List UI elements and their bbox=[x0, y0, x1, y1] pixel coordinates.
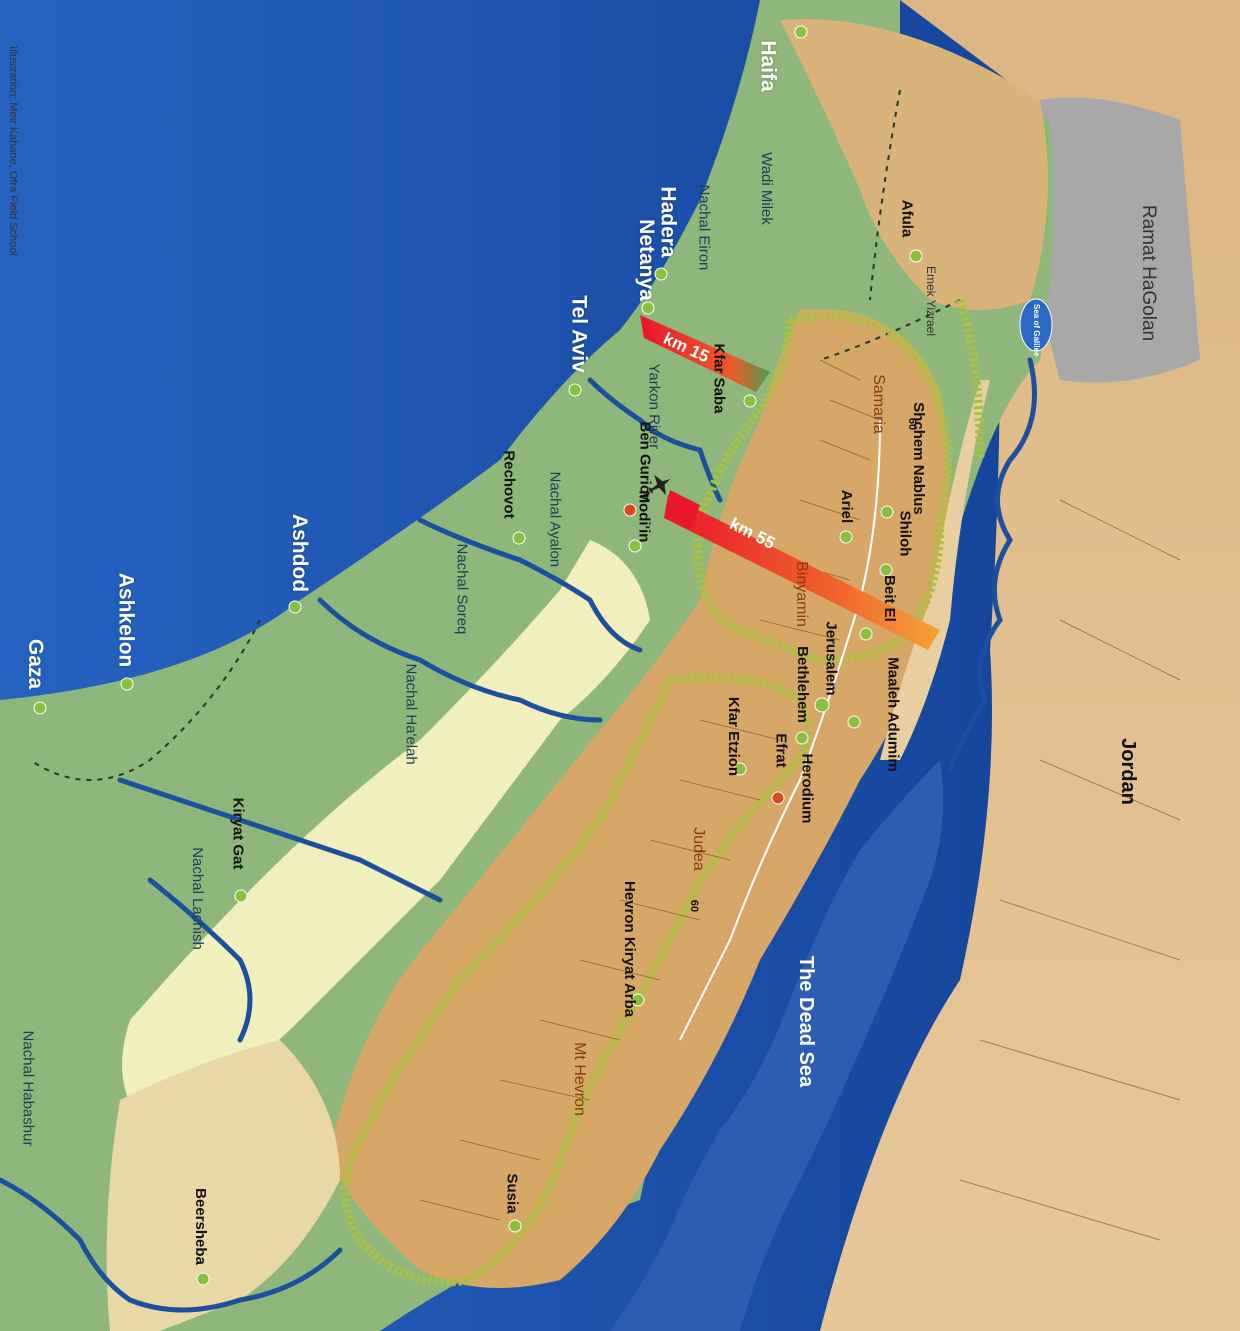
dot-shchem bbox=[880, 505, 894, 519]
dot-beersheba bbox=[196, 1272, 210, 1286]
dot-ashkelon bbox=[120, 677, 134, 691]
dot-jerusalem bbox=[814, 697, 830, 713]
km15-arrow bbox=[640, 315, 770, 392]
central-hills bbox=[330, 309, 950, 1288]
dot-modiin bbox=[628, 539, 642, 553]
lowland-hills bbox=[122, 540, 650, 1120]
dot-kfar-saba bbox=[743, 394, 757, 408]
hill-hatching bbox=[419, 359, 1181, 1241]
dot-hadera bbox=[654, 267, 668, 281]
dot-shiloh bbox=[879, 563, 893, 577]
dot-maaleh-adumim bbox=[847, 715, 861, 729]
galilee-hills bbox=[780, 19, 1048, 310]
km55-arrow bbox=[664, 495, 940, 650]
dot-bethlehem bbox=[795, 731, 809, 745]
golan-heights bbox=[1036, 97, 1200, 383]
dot-rechovot bbox=[512, 531, 526, 545]
airplane-icon bbox=[648, 474, 671, 496]
city-dots bbox=[33, 25, 923, 1286]
sea-of-galilee bbox=[1019, 298, 1053, 352]
rivers bbox=[0, 357, 1037, 1313]
dot-kiryat-gat bbox=[234, 889, 248, 903]
boundary-line bbox=[340, 298, 985, 1287]
negev-hills bbox=[106, 1040, 341, 1331]
dot-ariel bbox=[839, 530, 853, 544]
dot-beit-el bbox=[859, 627, 873, 641]
dead-sea bbox=[610, 760, 944, 1331]
dot-ashdod bbox=[288, 600, 302, 614]
dot-hevron bbox=[631, 993, 645, 1007]
dot-gaza bbox=[33, 701, 47, 715]
jordan-valley bbox=[880, 380, 990, 760]
dot-ben-gurion bbox=[623, 503, 637, 517]
route-60 bbox=[679, 419, 881, 1041]
dot-kfar-etzion bbox=[733, 762, 747, 776]
dot-netanya bbox=[641, 301, 655, 315]
dot-haifa bbox=[794, 25, 808, 39]
dot-afula bbox=[909, 249, 923, 263]
dot-herodium bbox=[771, 791, 785, 805]
borders bbox=[29, 89, 961, 781]
jordan-river bbox=[947, 357, 1037, 773]
dot-susia bbox=[508, 1219, 522, 1233]
dot-tel-aviv bbox=[568, 383, 582, 397]
